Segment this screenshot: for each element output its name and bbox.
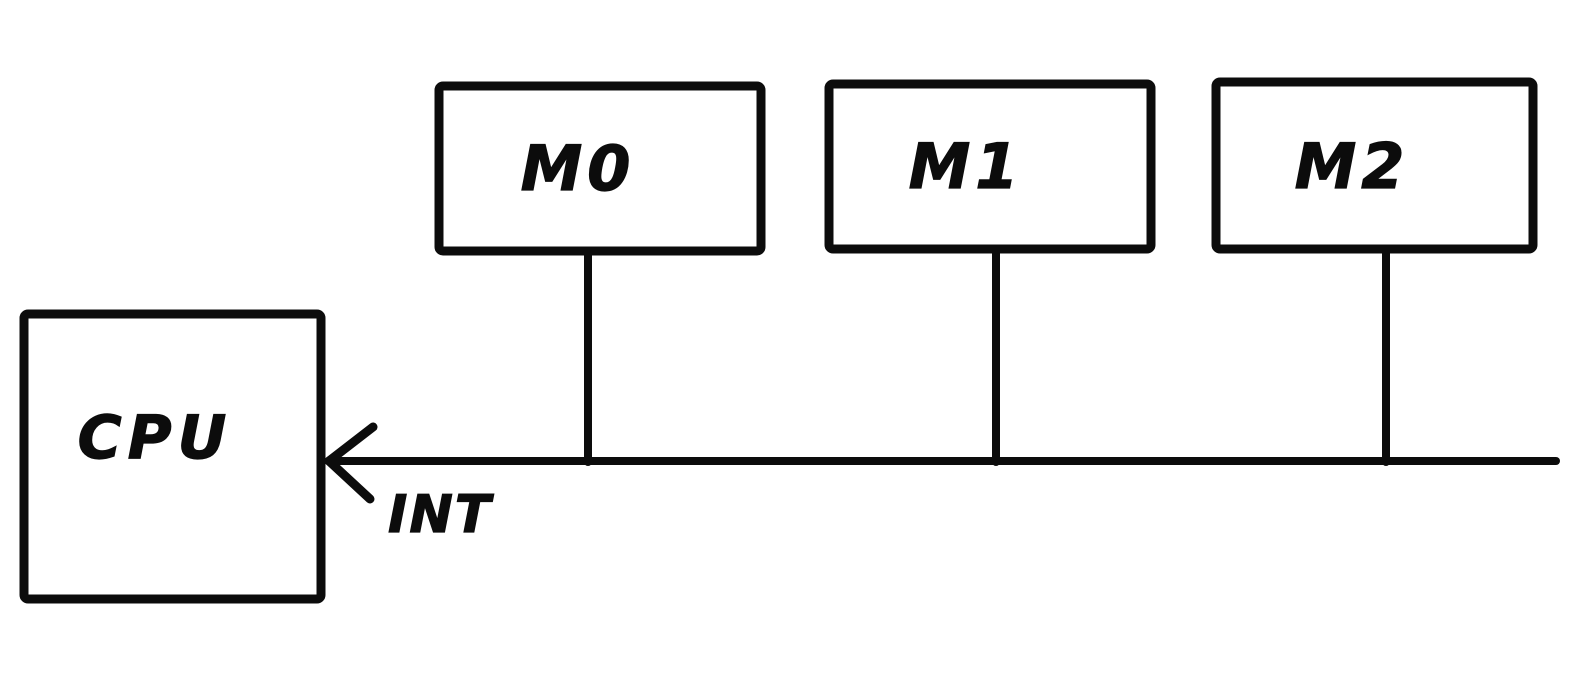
m2-label: M2 (1295, 130, 1410, 203)
node-m2[interactable]: M2 (1211, 77, 1538, 254)
cpu-box-outline (19, 309, 326, 604)
int-bus-label: INT (388, 485, 494, 545)
m0-label: M0 (521, 132, 636, 205)
m2-box-outline (1211, 77, 1538, 254)
m1-box-outline (824, 79, 1156, 254)
node-cpu[interactable]: CPU (19, 309, 326, 604)
arrowhead-upper-barb (324, 422, 378, 466)
m1-label: M1 (909, 130, 1024, 203)
cpu-label: CPU (78, 403, 233, 473)
interrupt-bus-line (324, 422, 1560, 504)
node-m0[interactable]: M0 (434, 81, 766, 256)
m0-box-outline (434, 81, 766, 256)
arrowhead-lower-barb (324, 456, 375, 504)
node-m1[interactable]: M1 (824, 79, 1156, 254)
